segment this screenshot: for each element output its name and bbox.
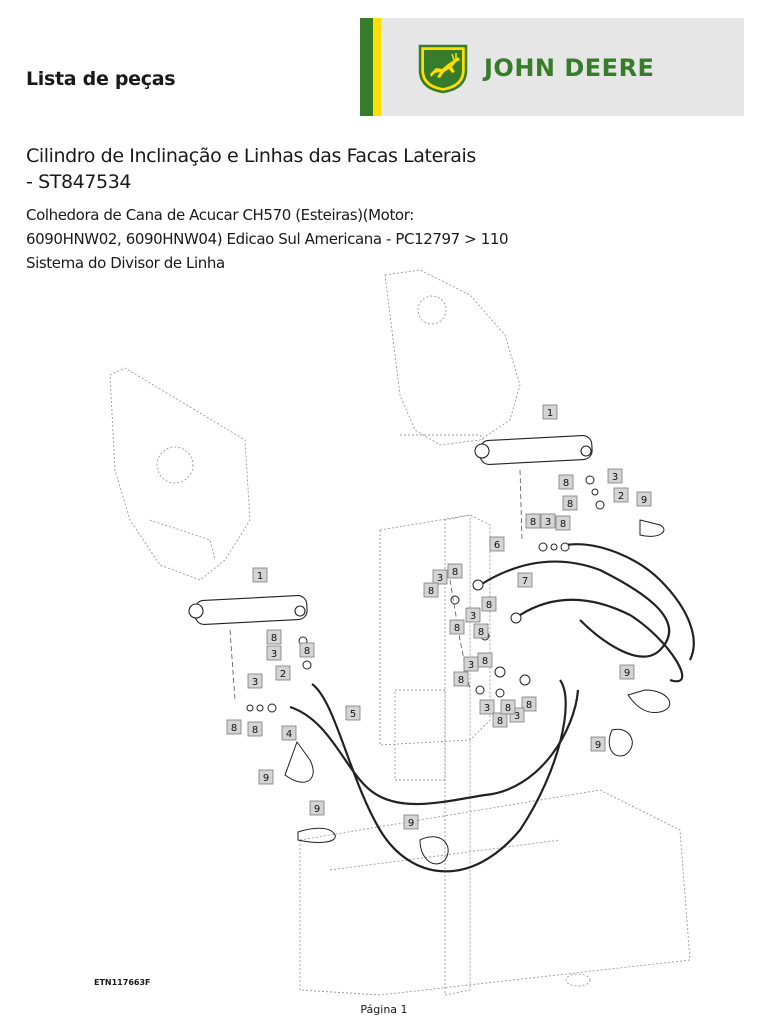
callout-label: 9 [636, 491, 652, 507]
callout-label: 5 [345, 705, 361, 721]
svg-text:9: 9 [408, 818, 414, 829]
subtitle-line: 6090HNW02, 6090HNW04) Edicao Sul America… [26, 230, 509, 248]
svg-text:3: 3 [545, 517, 551, 528]
svg-text:8: 8 [452, 567, 458, 578]
brand-wordmark: JOHN DEERE [484, 54, 655, 82]
callout-label: 8 [299, 642, 315, 658]
svg-text:8: 8 [482, 656, 488, 667]
svg-text:3: 3 [470, 611, 476, 622]
svg-text:8: 8 [458, 675, 464, 686]
callout-label: 3 [479, 699, 495, 715]
svg-text:2: 2 [280, 669, 286, 680]
callout-label: 8 [492, 712, 508, 728]
svg-text:8: 8 [454, 623, 460, 634]
svg-text:9: 9 [641, 495, 647, 506]
svg-text:8: 8 [526, 700, 532, 711]
callout-label: 8 [555, 515, 571, 531]
leaping-deer-logo-icon [418, 44, 468, 94]
callout-label: 3 [432, 569, 448, 585]
callout-label: 6 [489, 536, 505, 552]
document-subtitle: Colhedora de Cana de Acucar CH570 (Estei… [26, 203, 626, 275]
svg-text:1: 1 [547, 408, 553, 419]
figure-id: ETN117663F [94, 978, 151, 987]
svg-text:8: 8 [567, 499, 573, 510]
callout-label: 4 [281, 725, 297, 741]
callout-label: 8 [562, 495, 578, 511]
yellow-stripe [373, 18, 381, 116]
callout-label: 3 [540, 513, 556, 529]
svg-text:9: 9 [263, 773, 269, 784]
svg-text:8: 8 [560, 519, 566, 530]
svg-text:3: 3 [468, 660, 474, 671]
document-title: Cilindro de Inclinação e Linhas das Faca… [26, 145, 476, 193]
subtitle-line: Colhedora de Cana de Acucar CH570 (Estei… [26, 206, 414, 224]
callout-label: 8 [521, 696, 537, 712]
svg-text:8: 8 [486, 600, 492, 611]
svg-text:8: 8 [530, 517, 536, 528]
callout-label: 3 [247, 673, 263, 689]
callout-label: 8 [477, 652, 493, 668]
callout-label: 9 [619, 664, 635, 680]
svg-text:8: 8 [563, 478, 569, 489]
svg-text:3: 3 [252, 677, 258, 688]
callout-label: 8 [423, 582, 439, 598]
callout-label: 2 [613, 487, 629, 503]
svg-text:8: 8 [505, 703, 511, 714]
callout-label: 3 [266, 645, 282, 661]
svg-text:4: 4 [286, 729, 292, 740]
page-number: Página 1 [360, 1003, 408, 1016]
callout-label: 8 [481, 596, 497, 612]
svg-text:3: 3 [612, 472, 618, 483]
svg-text:2: 2 [618, 491, 624, 502]
callout-label: 8 [525, 513, 541, 529]
callout-label: 1 [542, 404, 558, 420]
callout-label: 8 [453, 671, 469, 687]
callout-label: 8 [247, 721, 263, 737]
green-stripe [360, 18, 373, 116]
callout-label: 8 [473, 623, 489, 639]
callout-label: 9 [403, 814, 419, 830]
exploded-parts-diagram: 1 8 3 8 2 9 8 3 8 6 3 8 8 7 8 3 8 8 3 8 … [109, 269, 695, 996]
svg-text:8: 8 [428, 586, 434, 597]
callout-label: 8 [449, 619, 465, 635]
svg-text:1: 1 [257, 571, 263, 582]
callout-label: 9 [258, 769, 274, 785]
svg-text:3: 3 [514, 711, 520, 722]
svg-text:8: 8 [478, 627, 484, 638]
svg-text:3: 3 [271, 649, 277, 660]
callout-label: 9 [309, 800, 325, 816]
callout-label: 8 [266, 629, 282, 645]
page-heading: Lista de peças [26, 68, 176, 90]
svg-text:9: 9 [595, 740, 601, 751]
svg-text:9: 9 [314, 804, 320, 815]
subtitle-line: Sistema do Divisor de Linha [26, 254, 225, 272]
callout-label: 7 [517, 572, 533, 588]
callout-label: 3 [463, 656, 479, 672]
svg-text:7: 7 [522, 576, 528, 587]
callout-label: 2 [275, 665, 291, 681]
svg-text:9: 9 [624, 668, 630, 679]
callout-label: 8 [558, 474, 574, 490]
callout-label: 8 [447, 563, 463, 579]
svg-text:8: 8 [497, 716, 503, 727]
callout-label: 8 [226, 719, 242, 735]
callout-label: 3 [607, 468, 623, 484]
callout-label: 8 [500, 699, 516, 715]
callout-label: 3 [465, 607, 481, 623]
svg-text:8: 8 [231, 723, 237, 734]
svg-text:8: 8 [252, 725, 258, 736]
callout-label: 9 [590, 736, 606, 752]
svg-text:3: 3 [484, 703, 490, 714]
svg-text:8: 8 [304, 646, 310, 657]
svg-text:6: 6 [494, 540, 500, 551]
svg-text:3: 3 [437, 573, 443, 584]
brand-banner: JOHN DEERE [360, 18, 744, 116]
callout-label: 1 [252, 567, 268, 583]
svg-text:5: 5 [350, 709, 356, 720]
svg-text:8: 8 [271, 633, 277, 644]
